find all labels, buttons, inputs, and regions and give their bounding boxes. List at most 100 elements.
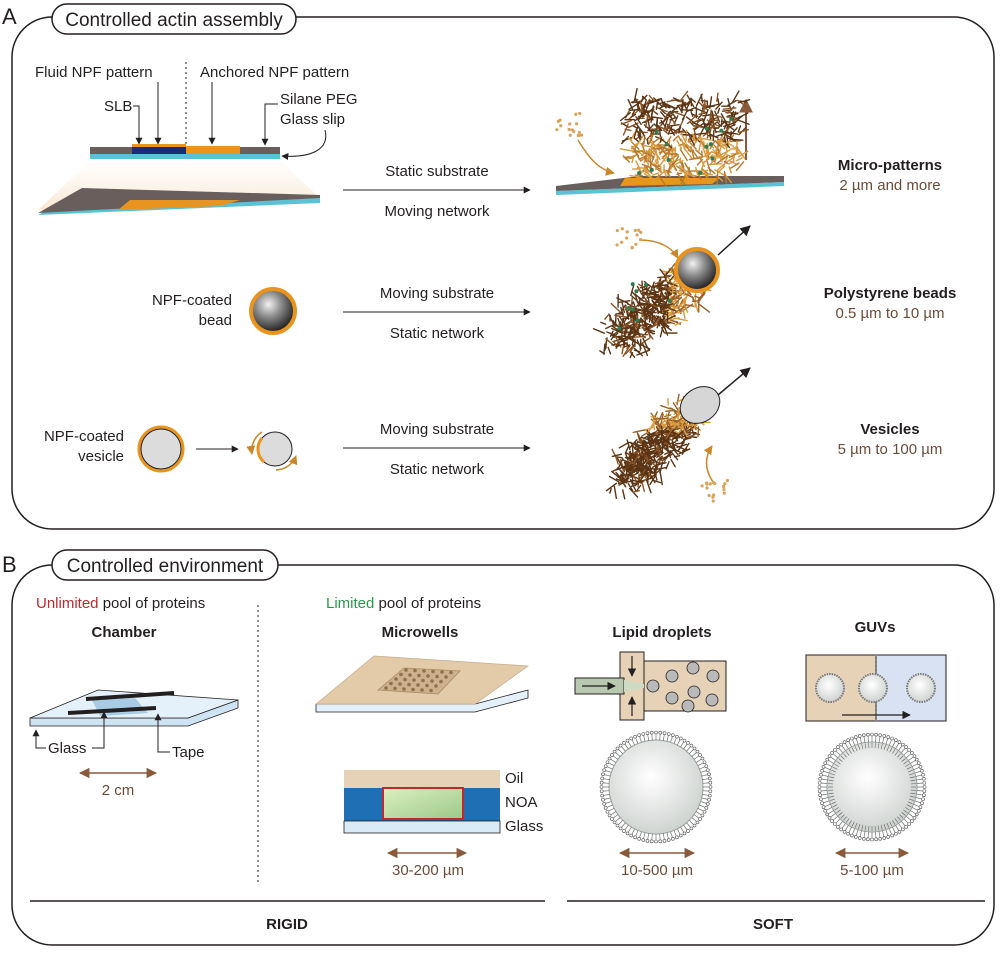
actin-filament bbox=[664, 128, 669, 129]
lipid-droplet bbox=[609, 740, 703, 834]
lipid-head bbox=[608, 757, 611, 760]
lipid-head bbox=[703, 761, 706, 764]
capping-protein-dot bbox=[709, 142, 713, 146]
lipid-head bbox=[650, 840, 653, 843]
lipid-head bbox=[819, 777, 822, 780]
lipid-head bbox=[703, 810, 706, 813]
lipid-tail bbox=[622, 823, 626, 828]
actin-monomer bbox=[621, 227, 624, 230]
microwell-scale: 30-200 µm bbox=[392, 862, 464, 879]
silane-label: Silane PEG bbox=[280, 91, 358, 108]
capping-protein-dot bbox=[634, 289, 638, 293]
actin-filament bbox=[736, 142, 737, 154]
lipid-head bbox=[626, 739, 629, 742]
lipid-tail bbox=[827, 807, 832, 810]
oil-layer bbox=[344, 770, 500, 788]
actin-filament bbox=[668, 168, 670, 176]
lipid-head bbox=[862, 734, 865, 737]
slb-label: SLB bbox=[104, 98, 132, 115]
actin-filament bbox=[657, 468, 666, 470]
microwell bbox=[413, 669, 417, 673]
lipid-head bbox=[622, 830, 625, 833]
actin-filament bbox=[701, 174, 713, 175]
lipid-head bbox=[634, 735, 637, 738]
lipid-head bbox=[667, 733, 670, 736]
actin-monomer bbox=[578, 131, 581, 134]
actin-monomer bbox=[705, 483, 708, 486]
microwell bbox=[420, 688, 424, 692]
lipid-tail bbox=[831, 813, 836, 817]
actin-filament bbox=[666, 411, 673, 412]
lipid-tail bbox=[849, 742, 852, 747]
lipid-head bbox=[858, 734, 861, 737]
actin-filament bbox=[725, 137, 726, 142]
lipid-tail bbox=[694, 756, 699, 760]
actin-filament bbox=[713, 131, 714, 141]
actin-monomer bbox=[626, 230, 629, 233]
lipid-tail bbox=[914, 804, 920, 806]
lipid-head bbox=[908, 748, 911, 751]
beads-label: Polystyrene beads bbox=[824, 285, 957, 302]
lipid-head bbox=[667, 838, 670, 841]
actin-filament bbox=[673, 285, 674, 293]
actin-filament bbox=[594, 329, 605, 333]
lipid-tail bbox=[916, 798, 922, 799]
capping-protein-dot bbox=[667, 158, 671, 162]
lipid-head bbox=[638, 734, 641, 737]
actin-filament bbox=[702, 170, 707, 171]
lipid-tail bbox=[823, 771, 829, 773]
lipid-head bbox=[821, 802, 824, 805]
lipid-tail bbox=[671, 832, 673, 838]
microwell bbox=[412, 678, 416, 682]
lipid-tail bbox=[879, 737, 880, 743]
lipid-head bbox=[908, 823, 911, 826]
lipid-tail bbox=[901, 748, 905, 753]
limited-rest: pool of proteins bbox=[374, 595, 481, 612]
actin-filament bbox=[662, 442, 663, 453]
moving-bead bbox=[676, 249, 718, 291]
lipid-head bbox=[850, 834, 853, 837]
lipid-tail bbox=[829, 760, 834, 763]
glass-layer bbox=[344, 821, 500, 833]
actin-monomer bbox=[567, 128, 570, 131]
lipid-tail bbox=[852, 740, 854, 746]
lipid-tail bbox=[904, 819, 908, 823]
lipid-tail bbox=[889, 740, 891, 746]
lipid-tail bbox=[677, 740, 680, 745]
lipid-tail bbox=[864, 737, 865, 743]
lipid-head bbox=[622, 741, 625, 744]
lipid-head bbox=[606, 810, 609, 813]
actin-filament bbox=[626, 454, 628, 459]
vesicles-label: Vesicles bbox=[860, 421, 919, 438]
lipid-tail bbox=[839, 821, 843, 826]
microwell bbox=[435, 675, 439, 679]
lipid-head bbox=[690, 744, 693, 747]
actin-filament bbox=[666, 273, 667, 281]
lipid-tail bbox=[701, 802, 707, 804]
lipid-head bbox=[606, 761, 609, 764]
guv-large bbox=[818, 733, 926, 841]
actin-monomer bbox=[722, 488, 725, 491]
lipid-tail bbox=[912, 807, 917, 810]
lipid-head bbox=[706, 802, 709, 805]
lipid-tail bbox=[908, 757, 913, 761]
lipid-head bbox=[610, 818, 613, 821]
capping-protein-dot bbox=[655, 130, 659, 134]
droplet bbox=[682, 700, 694, 712]
actin-monomer bbox=[569, 134, 572, 137]
lipid-head bbox=[920, 802, 923, 805]
lipid-tail bbox=[849, 827, 852, 832]
lipid-tail bbox=[687, 823, 691, 828]
lipid-head bbox=[831, 820, 834, 823]
lipid-tail bbox=[604, 794, 610, 795]
lipid-head bbox=[696, 821, 699, 824]
lipid-head bbox=[616, 824, 619, 827]
lipid-tail bbox=[892, 742, 895, 747]
actin-filament bbox=[738, 120, 749, 124]
pattern-substrate-diagram: Fluid NPF pattern Anchored NPF pattern S… bbox=[35, 62, 358, 215]
lipid-head bbox=[833, 823, 836, 826]
capping-protein-dot bbox=[631, 308, 635, 312]
lipid-head bbox=[871, 838, 874, 841]
unlimited-label: Unlimited pool of proteins bbox=[36, 595, 205, 612]
